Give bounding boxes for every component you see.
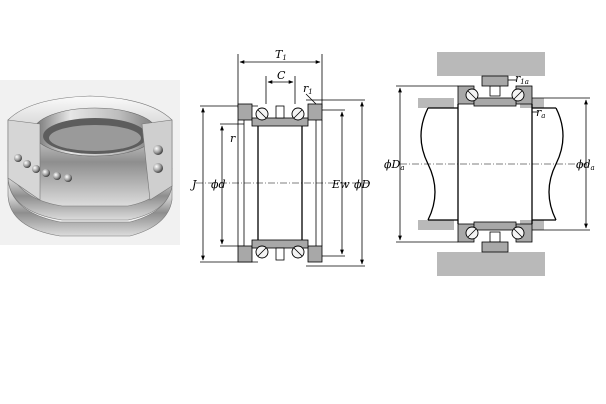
label-da-housing: ϕDa — [384, 158, 405, 172]
section-bottom — [237, 239, 323, 263]
mount-section-top — [457, 75, 533, 107]
label-t1: T1 — [275, 48, 287, 62]
label-r: r — [230, 132, 236, 145]
label-j: J — [190, 178, 197, 191]
mounting-drawing: r1a ra ϕDa ϕda — [384, 52, 595, 276]
label-od: ϕD — [354, 178, 370, 191]
dimension-drawing: T1 C r1 r J ϕd Ew ϕD — [190, 48, 370, 267]
label-d: ϕd — [211, 178, 226, 191]
mount-section-bottom — [457, 221, 533, 253]
label-ew: Ew — [331, 178, 350, 191]
bearing-photo — [0, 80, 180, 245]
section-top — [237, 103, 323, 127]
label-c: C — [277, 69, 286, 82]
label-ra: ra — [536, 106, 545, 120]
label-r1: r1 — [303, 82, 313, 96]
label-r1a: r1a — [515, 72, 529, 86]
label-da-shaft: ϕda — [576, 158, 595, 172]
photo-balls — [14, 145, 163, 182]
